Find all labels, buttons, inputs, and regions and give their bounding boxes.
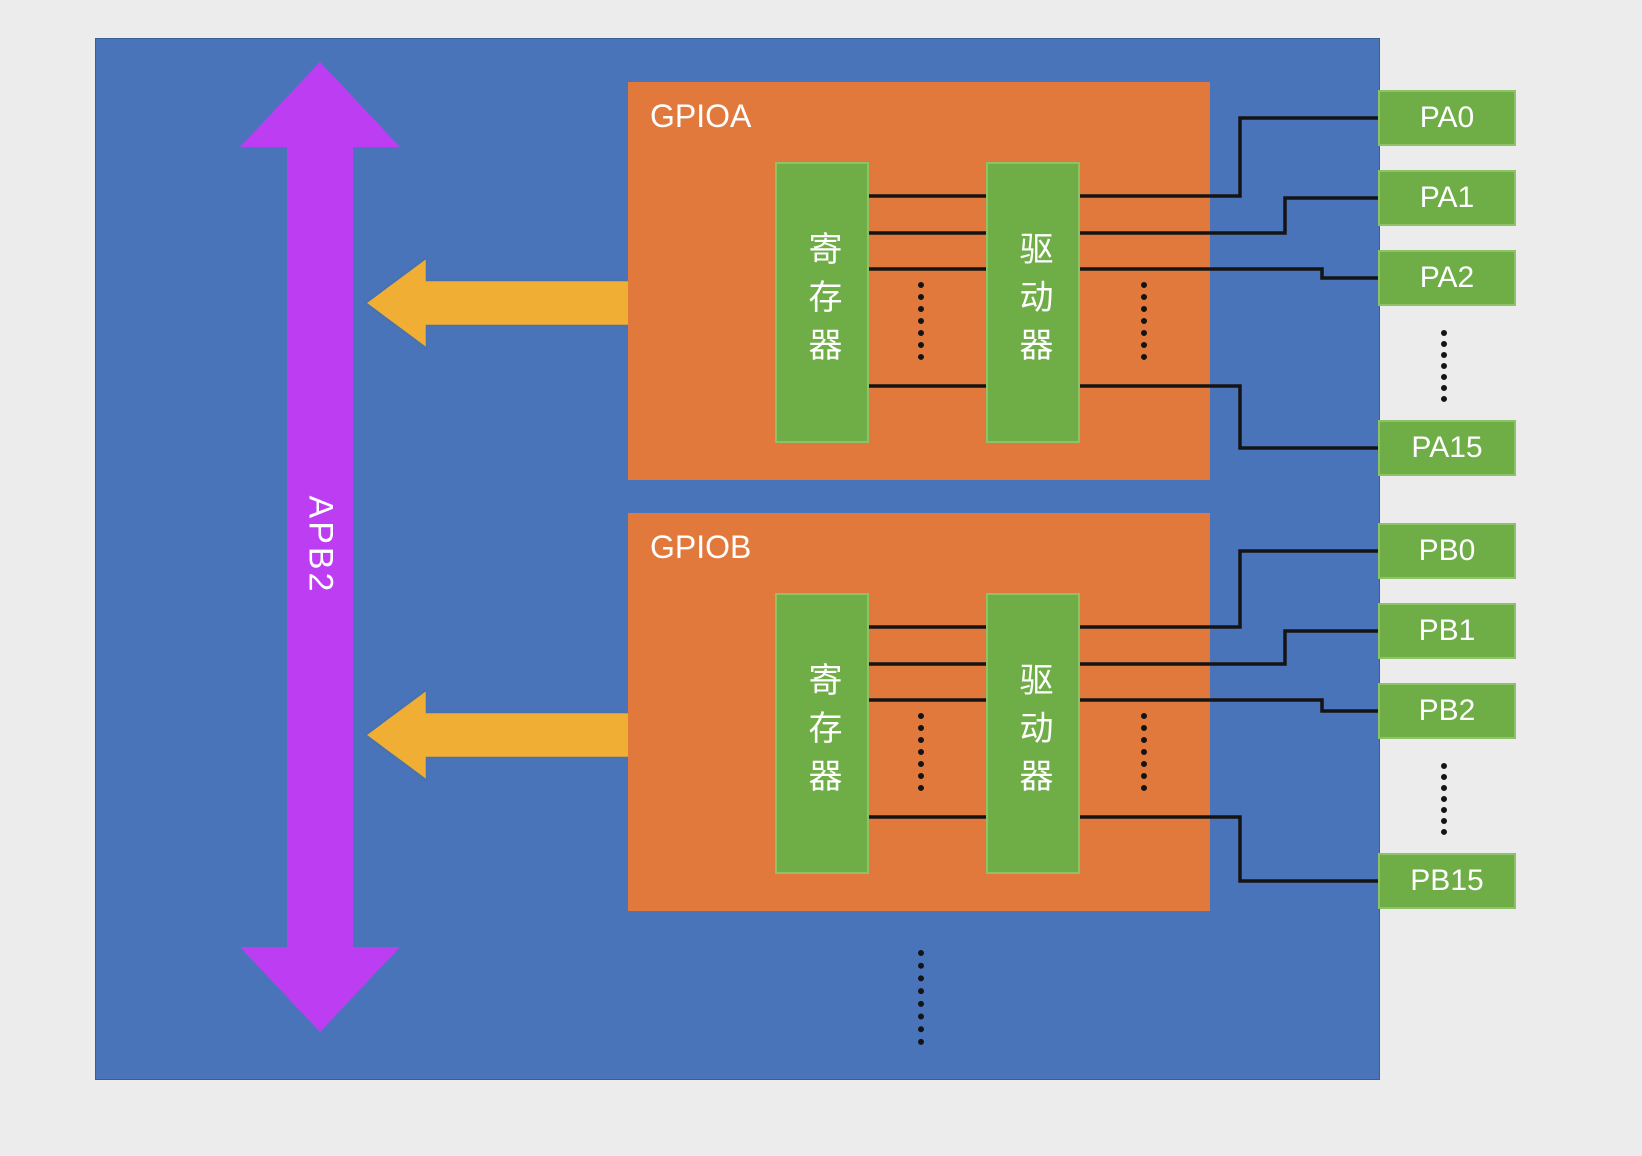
bus-label: APB2 (301, 495, 340, 595)
pin-pb15-label: PB15 (1410, 864, 1484, 897)
gpiob-driver-label: 驱动器 (1014, 661, 1052, 806)
pin-pa1: PA1 (1378, 170, 1516, 226)
gpiob-title: GPIOB (650, 529, 752, 565)
gpiob-register-ellipsis (918, 713, 924, 791)
gpioa-driver-box: 驱动器 (986, 162, 1080, 443)
pin-pa15: PA15 (1378, 420, 1516, 476)
gpiob-register-label: 寄存器 (803, 661, 841, 806)
gpioa-driver-ellipsis (1141, 282, 1147, 360)
pin-pa2-label: PA2 (1419, 261, 1475, 294)
gpiob-block: GPIOB 寄存器 驱动器 (628, 513, 1210, 911)
gpiob-driver-ellipsis (1141, 713, 1147, 791)
pin-pa1-label: PA1 (1419, 181, 1475, 214)
gpioa-driver-label: 驱动器 (1014, 230, 1052, 375)
pin-pb2-label: PB2 (1418, 694, 1476, 727)
pin-pb1: PB1 (1378, 603, 1516, 659)
pin-pb2: PB2 (1378, 683, 1516, 739)
pin-pb15: PB15 (1378, 853, 1516, 909)
pa-pins-ellipsis (1441, 330, 1447, 402)
pin-pb0: PB0 (1378, 523, 1516, 579)
more-gpio-blocks-ellipsis (918, 950, 924, 1045)
pin-pa15-label: PA15 (1411, 431, 1483, 464)
gpiob-driver-box: 驱动器 (986, 593, 1080, 874)
pin-pb0-label: PB0 (1418, 534, 1476, 567)
pin-pa2: PA2 (1378, 250, 1516, 306)
gpioa-block: GPIOA 寄存器 驱动器 (628, 82, 1210, 480)
gpioa-title: GPIOA (650, 98, 752, 134)
gpioa-register-label: 寄存器 (803, 230, 841, 375)
gpiob-register-box: 寄存器 (775, 593, 869, 874)
gpioa-register-ellipsis (918, 282, 924, 360)
pin-pa0-label: PA0 (1419, 101, 1475, 134)
gpioa-register-box: 寄存器 (775, 162, 869, 443)
pin-pa0: PA0 (1378, 90, 1516, 146)
pin-pb1-label: PB1 (1418, 614, 1476, 647)
pb-pins-ellipsis (1441, 763, 1447, 835)
